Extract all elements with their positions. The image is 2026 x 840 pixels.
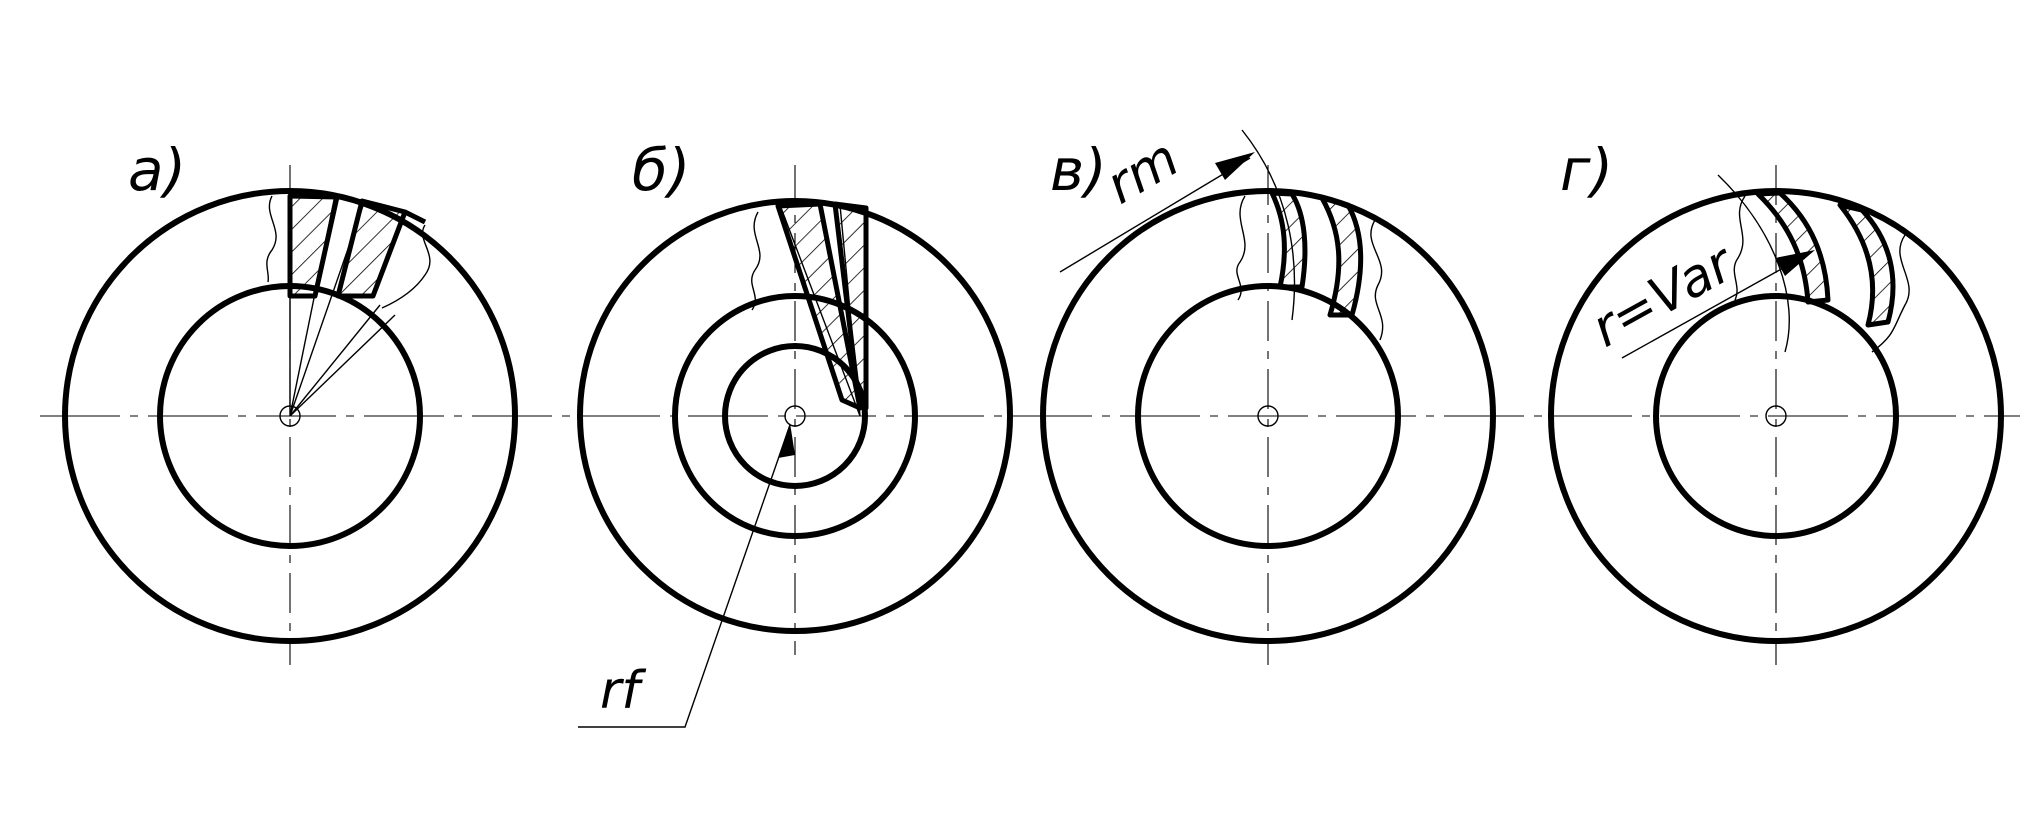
blade-edge — [403, 209, 427, 225]
break-line-g-left — [1733, 195, 1746, 301]
figure-label-v: в) — [1050, 136, 1107, 204]
r-var-leader-line — [1621, 252, 1811, 359]
break-line-a-right — [381, 224, 431, 309]
figure-a: а) — [62, 136, 518, 665]
r-var-arrowhead — [1775, 250, 1815, 276]
blade-b-2 — [832, 201, 869, 411]
outer-circle-a — [62, 188, 518, 644]
inner-circle-b — [722, 343, 868, 489]
figure-label-g: г) — [1560, 136, 1613, 204]
rf-arrowhead — [778, 423, 795, 458]
rm-arrowhead — [1215, 152, 1255, 180]
r-var-arc — [1717, 174, 1790, 353]
blade-a-2 — [335, 198, 408, 299]
break-line-g-right — [1871, 234, 1910, 353]
rf-annotation: rf — [600, 661, 646, 721]
figure-b: rf б) — [577, 136, 1013, 728]
outer-circle-b — [577, 198, 1013, 634]
hub-g — [1765, 405, 1787, 427]
figure-label-a: а) — [128, 136, 186, 204]
blade-a-1 — [287, 193, 340, 299]
break-line-v-right — [1370, 219, 1384, 341]
r-var-annotation: r=Var — [1582, 232, 1746, 359]
hub-v — [1257, 405, 1279, 427]
blade-g-2 — [1837, 202, 1896, 328]
figure-v: rm в) — [1040, 128, 1496, 665]
figure-label-b: б) — [632, 136, 690, 204]
inner-circle-g — [1653, 293, 1899, 539]
blade-b-1 — [775, 201, 863, 411]
blade-g-1 — [1755, 190, 1831, 305]
construction-line — [289, 304, 381, 417]
rf-leader-line — [578, 424, 791, 728]
hub-b — [784, 405, 806, 427]
rm-leader-line — [1059, 157, 1251, 273]
outer-circle-v — [1040, 188, 1496, 644]
break-line-b — [751, 211, 761, 311]
break-line-v-left — [1236, 195, 1246, 301]
inner-circle-v — [1135, 283, 1401, 549]
blade-v-2 — [1319, 195, 1364, 318]
blade-v-1 — [1269, 190, 1308, 290]
break-line-a-left — [266, 195, 277, 283]
figure-g: r=Var г) — [1548, 136, 2004, 665]
middle-circle-b — [672, 293, 918, 539]
construction-line — [289, 314, 396, 417]
